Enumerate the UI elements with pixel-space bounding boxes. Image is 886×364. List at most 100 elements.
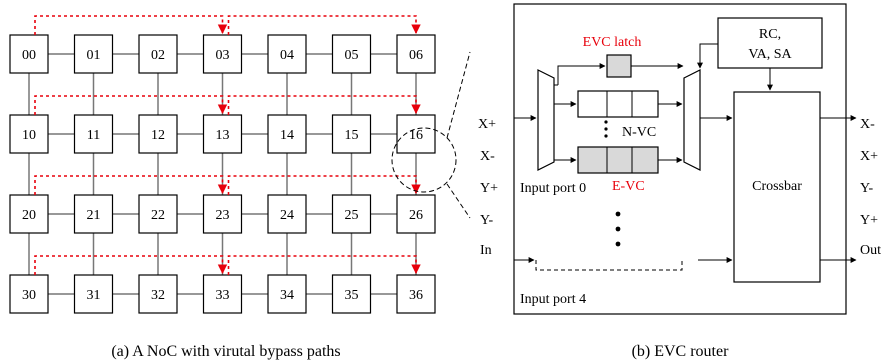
zoom-circle xyxy=(391,127,457,193)
mesh-node xyxy=(9,194,49,234)
bypass-path xyxy=(34,255,228,275)
mesh-node-label: 02 xyxy=(151,48,165,63)
nvc-dot xyxy=(604,134,608,138)
mesh-node xyxy=(73,34,114,74)
mesh-node xyxy=(202,114,243,154)
output-label: Y- xyxy=(860,181,874,196)
bypass-path xyxy=(34,95,228,115)
input-demux xyxy=(537,69,555,171)
mesh-node xyxy=(396,194,436,234)
mesh-node-label: 12 xyxy=(151,128,165,143)
mesh-node xyxy=(202,274,243,314)
evc-latch-label: EVC latch xyxy=(583,35,642,50)
evc-label: E-VC xyxy=(612,179,645,194)
rc-label: RC, xyxy=(759,27,781,42)
output-label: Y+ xyxy=(860,213,878,228)
router-output-labels: X- X+ Y- Y+ Out xyxy=(860,117,881,258)
mesh-node-label: 21 xyxy=(87,208,101,223)
router-input-labels: X+ X- Y+ Y- In xyxy=(478,117,498,258)
bypass-path xyxy=(227,255,421,275)
mesh-node-label: 34 xyxy=(280,288,294,303)
zoom-line-bottom xyxy=(446,183,471,219)
mesh-node-label: 03 xyxy=(216,48,230,63)
port-dot xyxy=(615,211,621,217)
router-frame xyxy=(513,3,847,315)
nvc-dot xyxy=(604,127,608,131)
mesh-node-label: 35 xyxy=(345,288,359,303)
port-dot xyxy=(615,241,621,247)
mesh-node xyxy=(331,114,372,154)
mesh-node xyxy=(396,34,436,74)
nvc-buffer xyxy=(577,90,659,118)
demux-to-latch-path xyxy=(557,63,606,85)
mesh-node-label: 36 xyxy=(409,288,423,303)
input-label: Y- xyxy=(480,213,494,228)
mesh-node xyxy=(396,114,436,154)
mesh-node-label: 26 xyxy=(409,208,423,223)
mesh-node xyxy=(267,274,307,314)
mesh-node xyxy=(267,34,307,74)
mesh-node xyxy=(202,34,243,74)
mesh-node xyxy=(73,114,114,154)
va-sa-label: VA, SA xyxy=(748,47,792,62)
input-label: In xyxy=(480,243,492,258)
output-label: Out xyxy=(860,243,881,258)
input-label: Y+ xyxy=(480,181,498,196)
mesh-node-label: 20 xyxy=(22,208,36,223)
mesh-node-label: 14 xyxy=(280,128,294,143)
rc-to-mux xyxy=(697,43,718,69)
mesh-node-label: 16 xyxy=(409,128,423,143)
mesh-node-label: 06 xyxy=(409,48,423,63)
mesh-node-label: 10 xyxy=(22,128,36,143)
input-label: X- xyxy=(480,149,495,164)
mesh-node xyxy=(138,114,178,154)
mesh-node xyxy=(396,274,436,314)
mesh-node xyxy=(331,274,372,314)
mesh-node-label: 04 xyxy=(280,48,294,63)
input-port-4-box xyxy=(535,260,683,271)
bypass-path xyxy=(227,15,421,35)
mesh-node-label: 24 xyxy=(280,208,294,223)
bypass-path xyxy=(227,175,421,195)
mesh-node-label: 00 xyxy=(22,48,36,63)
mesh-node xyxy=(73,194,114,234)
bypass-path xyxy=(227,95,421,115)
port-dot xyxy=(615,226,621,232)
mesh-node xyxy=(138,274,178,314)
bypass-path xyxy=(34,15,228,35)
mesh-node xyxy=(9,114,49,154)
input-port-4-label: Input port 4 xyxy=(520,292,586,307)
mesh-node-label: 32 xyxy=(151,288,165,303)
mesh-node xyxy=(9,34,49,74)
nvc-label: N-VC xyxy=(622,125,656,140)
evc-latch xyxy=(606,54,632,78)
mesh-node-label: 25 xyxy=(345,208,359,223)
input-port-0-label: Input port 0 xyxy=(520,181,586,196)
mesh-node-label: 13 xyxy=(216,128,230,143)
mesh-node-label: 30 xyxy=(22,288,36,303)
mesh-node xyxy=(73,274,114,314)
mesh-node xyxy=(138,34,178,74)
input-mux xyxy=(683,69,701,171)
mesh-node xyxy=(331,194,372,234)
bypass-path xyxy=(34,175,228,195)
mesh-node-label: 11 xyxy=(87,128,100,143)
mesh-node xyxy=(331,34,372,74)
evc-buffer xyxy=(577,146,659,174)
output-label: X- xyxy=(860,117,875,132)
crossbar xyxy=(733,91,821,283)
mesh-node xyxy=(138,194,178,234)
mesh-node-label: 31 xyxy=(87,288,101,303)
mesh-node-label: 15 xyxy=(345,128,359,143)
mesh-node xyxy=(9,274,49,314)
rc-va-sa-box xyxy=(717,17,823,69)
mesh-node-label: 22 xyxy=(151,208,165,223)
mesh-node xyxy=(202,194,243,234)
mesh-node-label: 05 xyxy=(345,48,359,63)
mesh-node xyxy=(267,194,307,234)
output-label: X+ xyxy=(860,149,878,164)
mesh-node-label: 23 xyxy=(216,208,230,223)
input-label: X+ xyxy=(478,117,496,132)
